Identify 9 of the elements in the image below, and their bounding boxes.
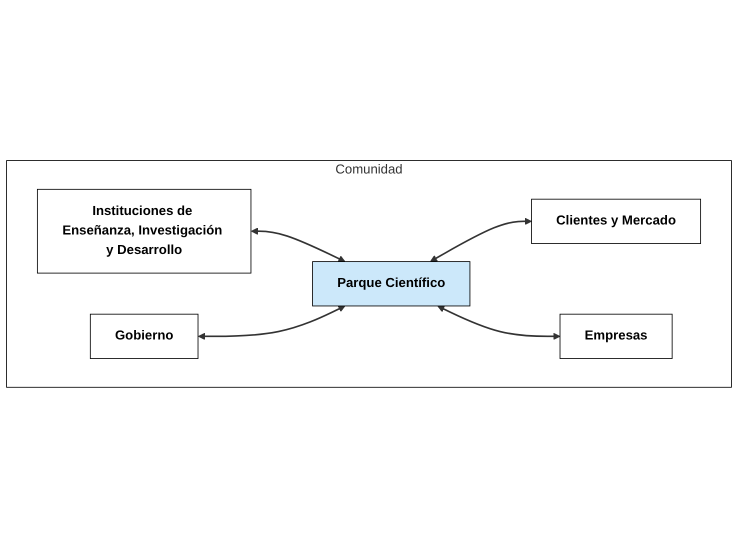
node-box: Gobierno — [90, 314, 198, 360]
node-box: Empresas — [560, 314, 673, 360]
node-box: Instituciones de Enseñanza, Investigación y Desarrollo — [36, 188, 252, 274]
node-box: Clientes y Mercado — [531, 198, 702, 244]
arrow — [198, 306, 346, 340]
arrow — [250, 228, 346, 262]
node-box: Parque Científico — [312, 261, 470, 306]
arrow — [437, 306, 560, 340]
arrow — [430, 218, 532, 262]
